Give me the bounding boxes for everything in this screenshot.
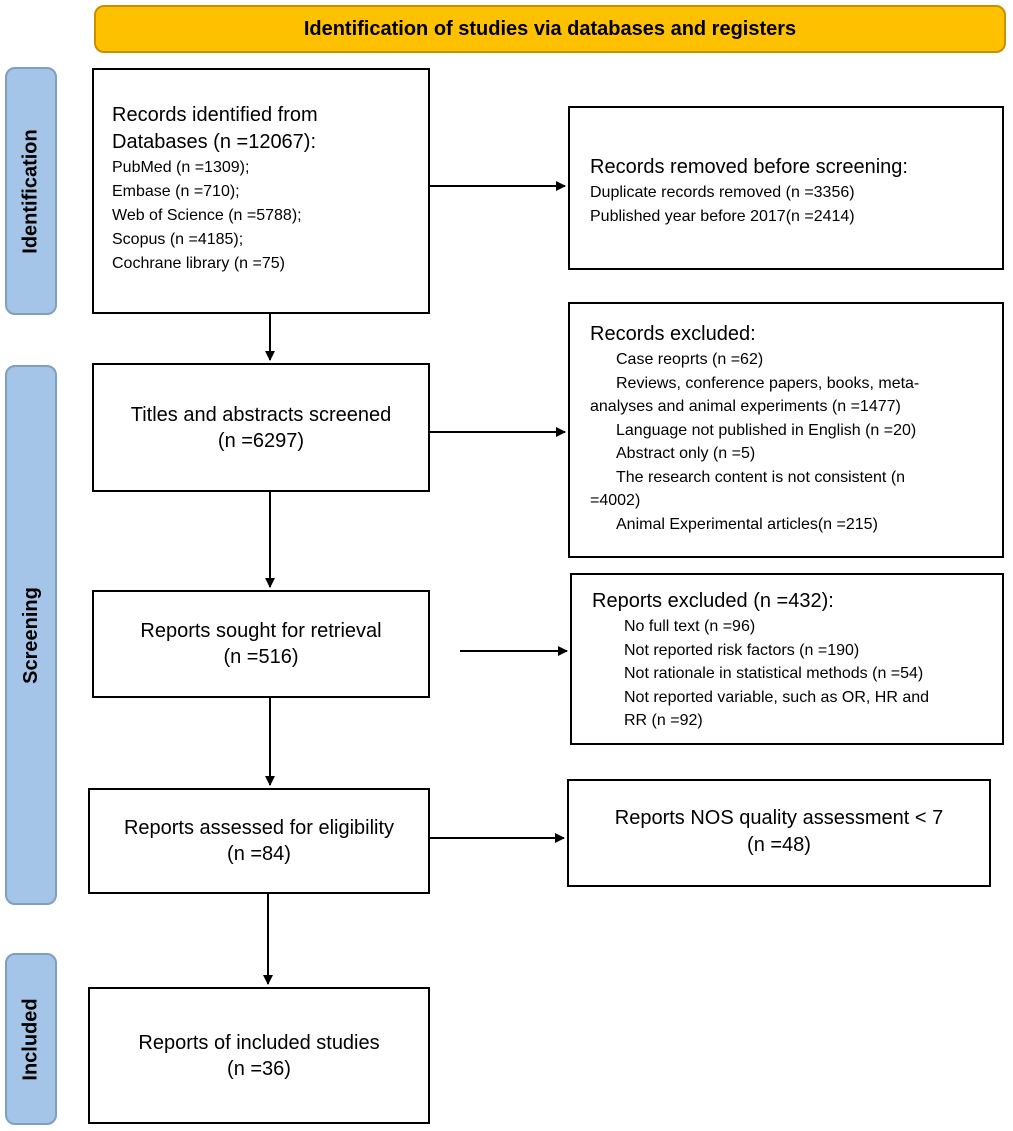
reports-excluded-item: Not reported variable, such as OR, HR an… [624,688,930,706]
excluded-item: Language not published in English (n =20… [616,421,917,439]
assessed-eligibility-label: Reports assessed for eligibility [123,817,395,839]
sought-retrieval-box: Reports sought for retrieval (n =516) [92,590,430,698]
assessed-eligibility-count: (n =84) [227,843,291,865]
identification-header: Identification of studies via databases … [94,5,1006,53]
reports-excluded-item: Not reported risk factors (n =190) [624,641,860,659]
database-item: Cochrane library (n =75) [112,255,285,272]
phase-identification: Identification [5,67,57,315]
reports-excluded-box: Reports excluded (n =432): No full text … [570,573,1004,745]
titles-screened-count: (n =6297) [217,429,305,452]
reports-excluded-item: RR (n =92) [624,712,703,729]
phase-screening: Screening [5,365,57,905]
reports-excluded-item: Not rationale in statistical methods (n … [624,665,924,682]
excluded-item: Reviews, conference papers, books, meta- [616,374,920,392]
header-title: Identification of studies via databases … [303,17,797,40]
records-excluded-box: Records excluded: Case reoprts (n =62) R… [568,302,1004,558]
nos-quality-count: (n =48) [747,834,811,856]
titles-screened-box: Titles and abstracts screened (n =6297) [92,363,430,492]
database-item: Web of Science (n =5788); [112,207,302,224]
records-identified-title-2: Databases (n =12067): [112,131,317,153]
reports-excluded-item: No full text (n =96) [624,618,756,635]
nos-quality-label: Reports NOS quality assessment < 7 [614,807,944,829]
excluded-item: Case reoprts (n =62) [616,351,764,368]
excluded-item: The research content is not consistent (… [616,468,906,486]
assessed-eligibility-box: Reports assessed for eligibility (n =84) [88,788,430,894]
reports-excluded-heading: Reports excluded (n =432): [592,590,834,612]
excluded-item: analyses and animal experiments (n =1477… [590,398,901,415]
phase-included: Included [5,953,57,1125]
excluded-item: Animal Experimental articles(n =215) [616,515,878,533]
nos-quality-box: Reports NOS quality assessment < 7 (n =4… [567,779,991,887]
removed-item: Published year before 2017(n =2414) [590,207,855,225]
database-item: Embase (n =710); [112,183,240,200]
excluded-item: Abstract only (n =5) [616,445,756,462]
records-removed-heading: Records removed before screening: [590,156,908,178]
included-studies-box: Reports of included studies (n =36) [88,987,430,1124]
records-excluded-heading: Records excluded: [590,323,756,345]
records-removed-box: Records removed before screening: Duplic… [568,106,1004,270]
records-identified-box: Records identified from Databases (n =12… [92,68,430,314]
excluded-item: =4002) [590,492,641,509]
included-studies-label: Reports of included studies [138,1031,380,1054]
included-studies-count: (n =36) [227,1057,291,1080]
titles-screened-label: Titles and abstracts screened [130,403,392,426]
sought-retrieval-count: (n =516) [223,646,299,668]
database-item: Scopus (n =4185); [112,231,244,248]
removed-item: Duplicate records removed (n =3356) [590,184,855,201]
records-identified-title-1: Records identified from [112,104,318,126]
database-item: PubMed (n =1309); [112,159,250,176]
sought-retrieval-label: Reports sought for retrieval [140,620,382,642]
